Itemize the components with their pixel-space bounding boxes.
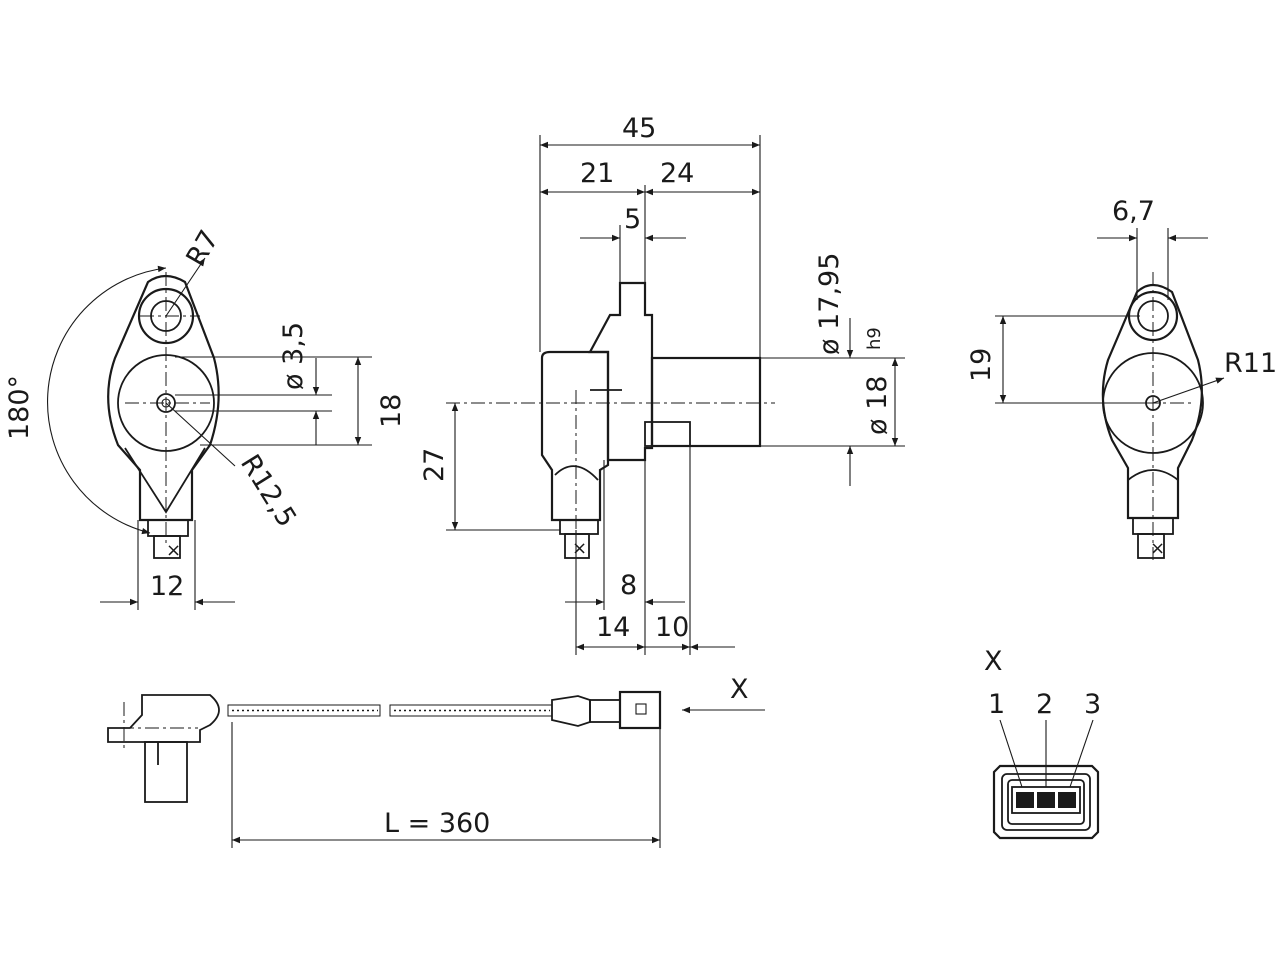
cable-segment-left	[227, 704, 381, 717]
rear-view-connector-plug	[1137, 533, 1165, 559]
dim-10-label: 10	[655, 612, 689, 643]
dim-8-label: 8	[620, 570, 637, 601]
side-view-flange	[588, 281, 654, 462]
dim-12-label: 12	[150, 571, 184, 602]
cable-assembly-sensor-head	[107, 694, 220, 743]
cable-connector-plug	[618, 690, 662, 730]
side-view-shaft-slot	[644, 421, 691, 447]
cable-connector-pin-mark	[635, 703, 647, 715]
pin-1-leader	[999, 719, 1023, 788]
dim-27-label: 27	[419, 448, 450, 482]
side-view-shaft	[650, 356, 762, 448]
pin-3-leader	[1069, 719, 1094, 788]
connector-pin-block	[1011, 786, 1081, 814]
side-view-housing	[540, 350, 610, 522]
hole-dia-label: ø 3,5	[278, 322, 309, 390]
dim-67-label: 6,7	[1112, 196, 1155, 227]
connector-pin-1-label: 1	[988, 689, 1005, 720]
front-view-body-outline	[107, 274, 220, 522]
cable-boot	[551, 695, 591, 727]
r7-leader	[165, 257, 206, 317]
rear-view-plug-mark: ×	[1150, 538, 1165, 559]
dia-1795-label: ø 17,95	[814, 253, 845, 355]
cable-length-label: L = 360	[384, 808, 490, 839]
rear-view: × 6,7 19 R11	[966, 196, 1277, 560]
front-view: × R7 180° R12,5 ø 3,5 18 12	[4, 225, 407, 610]
connector-housing-inner	[1001, 773, 1091, 831]
dim-14-label: 14	[596, 612, 630, 643]
connector-pin-3-label: 3	[1084, 689, 1101, 720]
dim-18-label: 18	[376, 394, 407, 428]
connector-view-label: X	[984, 646, 1003, 677]
cable-connector-collar	[589, 699, 621, 723]
side-view-plug-mark: ×	[572, 538, 587, 559]
r11-leader	[1152, 377, 1225, 404]
side-view: × 45 21 24 5 ø 17,95 ø 18 h9 27	[419, 113, 905, 655]
connector-pin-3	[1058, 792, 1076, 808]
connector-pin-2	[1037, 792, 1055, 808]
front-view-plug-mark: ×	[166, 540, 181, 561]
r7-label: R7	[180, 225, 225, 272]
r125-label: R12,5	[234, 449, 302, 532]
dim-21-label: 21	[580, 158, 614, 189]
side-view-connector-plug	[564, 533, 590, 559]
connector-x-view: X 1 2 3	[984, 646, 1101, 840]
angle-label: 180°	[4, 375, 35, 440]
connector-pin-1	[1016, 792, 1034, 808]
front-view-connector-plug	[153, 535, 181, 559]
cable-assembly-view: X L = 360	[107, 674, 765, 848]
rear-view-connector-curve	[1127, 469, 1179, 481]
rear-view-body-outline	[1101, 283, 1203, 520]
dim-24-label: 24	[660, 158, 694, 189]
dim-5-label: 5	[624, 204, 641, 235]
view-x-arrow-label: X	[730, 674, 749, 705]
side-view-connector-collar	[559, 519, 599, 535]
dim-19-label: 19	[966, 348, 997, 382]
connector-housing-outer	[992, 764, 1100, 840]
dia-18-label: ø 18	[862, 376, 893, 435]
connector-housing-inset	[1007, 779, 1085, 825]
r11-label: R11	[1224, 348, 1277, 379]
connector-pin-2-label: 2	[1036, 689, 1053, 720]
dim-45-label: 45	[622, 113, 656, 144]
cable-assembly-sensor-shaft	[144, 741, 188, 803]
r125-leader	[165, 402, 236, 467]
front-view-connector-collar	[147, 519, 189, 537]
tolerance-label: h9	[864, 327, 885, 350]
angle-arc	[47, 265, 167, 535]
front-view-taper	[124, 447, 206, 514]
